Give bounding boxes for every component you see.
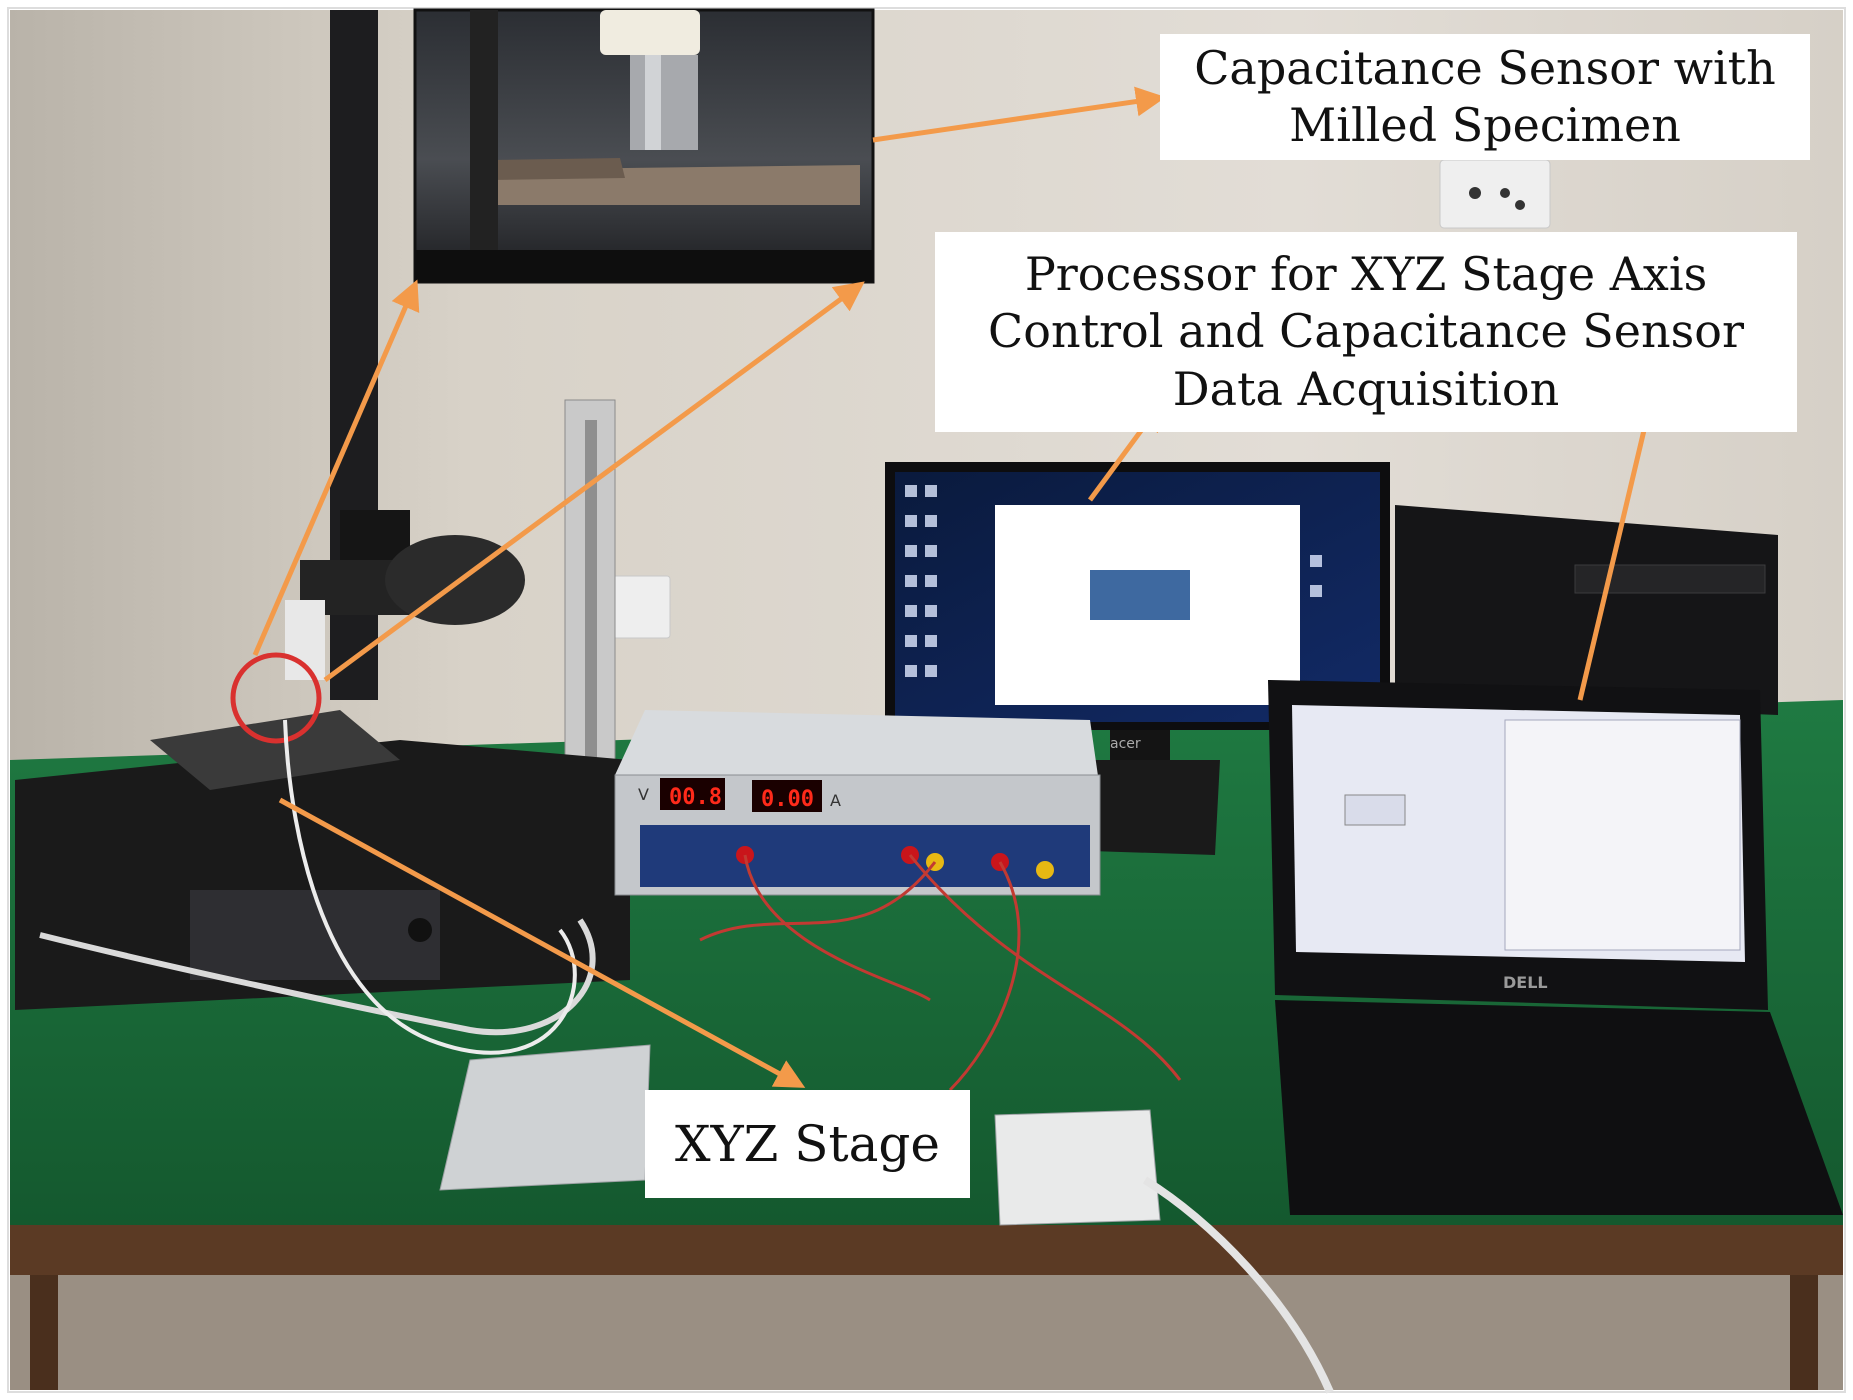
signal-conditioner-module	[439, 1044, 651, 1191]
monitor-brand: acer	[1110, 736, 1141, 752]
callout-line: Capacitance Sensor with	[1194, 40, 1776, 95]
laptop-brand: DELL	[1503, 973, 1548, 992]
table-edge	[10, 1225, 1843, 1275]
table-leg	[30, 1275, 58, 1390]
callout-line: XYZ Stage	[675, 1114, 940, 1173]
power-supply-top	[615, 710, 1100, 790]
cpu-tower	[1395, 505, 1778, 715]
callout-line: Milled Specimen	[1289, 98, 1681, 152]
inset-zoom-photo	[413, 8, 875, 284]
arrow-to-laptop	[1577, 399, 1660, 701]
voltage-readout: 00.8	[669, 785, 722, 810]
z-axis-rail-column	[585, 420, 597, 820]
arrow-to-stage-label	[278, 797, 806, 1088]
xyz-stage-plate	[190, 890, 440, 980]
socket-hole	[1500, 188, 1510, 198]
power-supply-panel	[640, 825, 1090, 887]
cpu-drive-bay	[1574, 564, 1766, 594]
voltage-display	[660, 778, 725, 810]
callout-line: Data Acquisition	[1172, 361, 1560, 416]
stage-knob	[408, 918, 432, 942]
monitor-stand	[1110, 730, 1170, 760]
arrow-sensor-to-inset-left	[252, 279, 420, 656]
xyz-stage-platform	[150, 710, 400, 790]
arrow-sensor-to-inset-right	[323, 281, 865, 683]
xyz-stage-base	[15, 740, 630, 1010]
laptop-keyboard	[1275, 1000, 1843, 1215]
daq-usb-device	[994, 1109, 1161, 1226]
floor	[10, 1275, 1843, 1390]
sensor-highlight-circle	[230, 652, 322, 744]
table-leg	[1790, 1275, 1818, 1390]
arrow-inset-to-sensor-label	[872, 86, 1166, 143]
monitor-logo-shape	[1090, 570, 1190, 620]
voltage-unit: V	[638, 785, 649, 804]
current-unit: A	[830, 791, 841, 810]
desktop-icons	[905, 485, 1322, 677]
callout-line: Processor for XYZ Stage Axis	[1024, 246, 1708, 301]
current-readout: 0.00	[761, 787, 814, 812]
current-display	[752, 780, 822, 812]
gauge-widget	[1344, 794, 1406, 826]
serial-cable	[39, 918, 596, 1036]
socket-hole	[1469, 187, 1481, 199]
callout-capacitance-sensor: Capacitance Sensor with Milled Specimen	[1160, 34, 1810, 160]
wall-socket	[611, 575, 671, 639]
terminal-yellow	[1036, 861, 1054, 879]
usb-cable	[1142, 1176, 1334, 1394]
laptop-window	[1504, 719, 1741, 951]
socket-hole	[1515, 200, 1525, 210]
sensor-cable	[283, 719, 577, 1055]
callout-line: Control and Capacitance Sensor	[988, 304, 1744, 359]
red-wires	[699, 854, 1182, 1092]
callout-xyz-stage: XYZ Stage	[645, 1090, 970, 1198]
wall-socket	[1439, 159, 1551, 229]
callout-processor: Processor for XYZ Stage Axis Control and…	[935, 232, 1797, 432]
